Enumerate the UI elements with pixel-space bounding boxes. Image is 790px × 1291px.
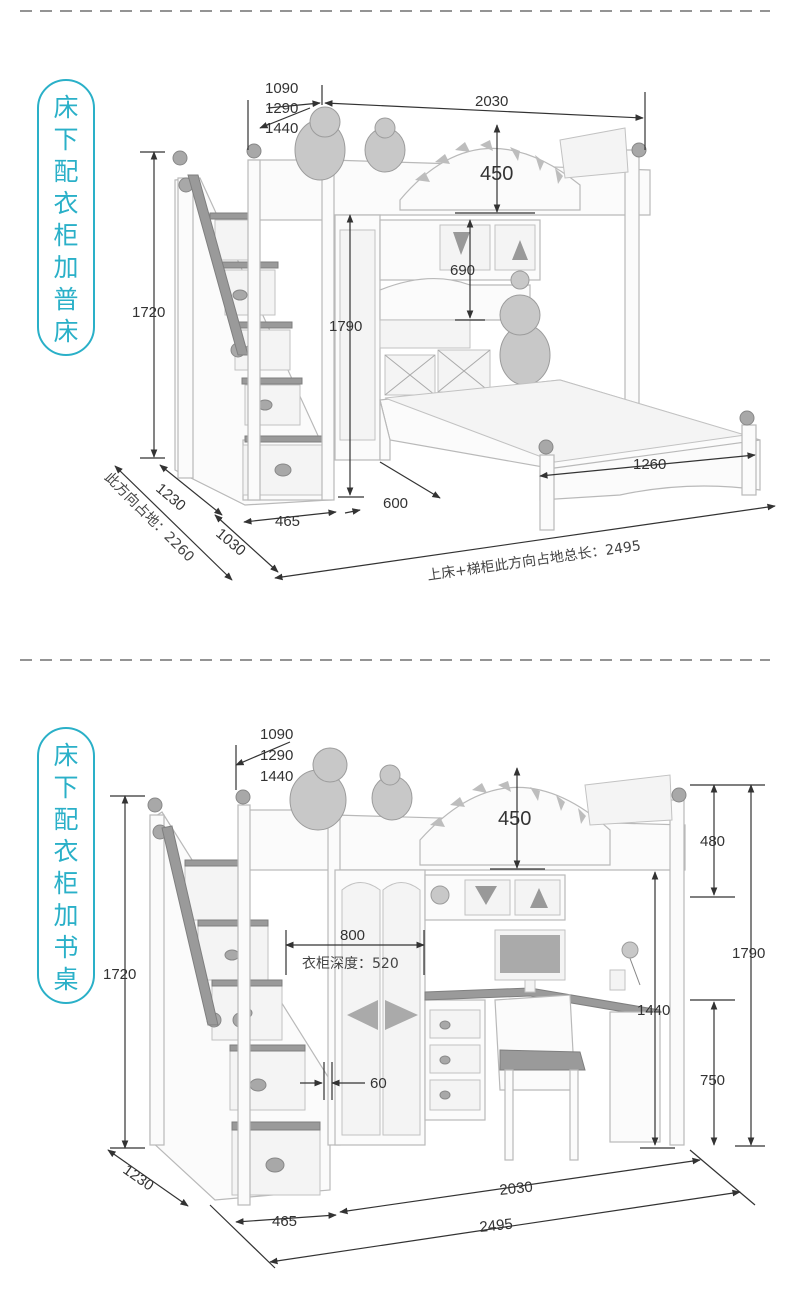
shelf-gap-label: 690 xyxy=(450,262,475,279)
section-1-tag-char: 普 xyxy=(53,285,78,314)
overall-height-label: 1790 xyxy=(732,945,765,962)
section-2-tag-char: 书 xyxy=(53,933,78,962)
section-1-tag-char: 加 xyxy=(53,253,78,282)
stair-width-label: 465 xyxy=(272,1213,297,1230)
wardrobe-height-label: 1790 xyxy=(329,318,362,335)
section-1-tag-char: 衣 xyxy=(53,189,78,218)
headboard-label: 450 xyxy=(498,808,531,830)
section-1-tag-char: 床 xyxy=(53,317,78,346)
section-2-tag-char: 配 xyxy=(53,805,78,834)
bed-length-label: 2030 xyxy=(475,93,508,110)
stair-height-label: 1720 xyxy=(103,966,136,983)
bed-length-label: 2030 xyxy=(499,1179,534,1199)
section-1-tag-text: 床 下 配 衣 柜 加 普 床 xyxy=(53,93,78,346)
rail-height-1440: 1440 xyxy=(260,768,293,785)
lower-bed-length-label: 1260 xyxy=(633,456,666,473)
rail-height-1090: 1090 xyxy=(260,726,293,743)
depth-a-label: 1230 xyxy=(152,480,188,514)
wardrobe-width-label: 800 xyxy=(340,927,365,944)
headboard-label: 450 xyxy=(480,163,513,185)
rail-480-label: 480 xyxy=(700,833,725,850)
section-2-tag-char: 柜 xyxy=(53,869,78,898)
section-2-illustration xyxy=(147,747,687,1206)
section-1-tag-char: 床 xyxy=(53,93,78,122)
depth-b-label: 1030 xyxy=(212,525,248,559)
section-1-dimension-lines xyxy=(114,85,776,581)
section-2-tag-char: 下 xyxy=(53,773,78,802)
section-1-tag-char: 柜 xyxy=(53,221,78,250)
section-1-tag-char: 下 xyxy=(53,125,78,154)
rail-height-1290: 1290 xyxy=(265,100,298,117)
total-length-label: 2495 xyxy=(479,1216,514,1236)
section-2-tag-char: 桌 xyxy=(53,965,78,994)
wardrobe-depth-label: 衣柜深度：520 xyxy=(302,956,399,972)
section-2-tag-char: 衣 xyxy=(53,837,78,866)
desk-clearance-label: 1440 xyxy=(637,1002,670,1019)
panel-60-label: 60 xyxy=(370,1075,387,1092)
section-1-tag-box xyxy=(37,79,95,356)
section-2-dimension-lines xyxy=(107,741,765,1269)
rail-height-1290: 1290 xyxy=(260,747,293,764)
section-1-illustration xyxy=(172,106,761,531)
total-length-label: 上床+梯柜此方向占地总长：2495 xyxy=(426,538,641,584)
section-2-tag-char: 加 xyxy=(53,901,78,930)
rail-height-1090: 1090 xyxy=(265,80,298,97)
depth-a-label: 1230 xyxy=(120,1161,157,1194)
stair-width-label: 465 xyxy=(275,513,300,530)
stair-height-label: 1720 xyxy=(132,304,165,321)
rail-height-1440: 1440 xyxy=(265,120,298,137)
gap-label: 600 xyxy=(383,495,408,512)
section-2-tag-box xyxy=(37,727,95,1004)
desk-height-label: 750 xyxy=(700,1072,725,1089)
section-2-tag-text: 床 下 配 衣 柜 加 书 桌 xyxy=(53,741,78,994)
section-2-tag-char: 床 xyxy=(53,741,78,770)
section-2-dimension-labels: 1090 1290 1440 450 480 1790 1720 800 衣柜深… xyxy=(103,726,765,1236)
section-1-tag-char: 配 xyxy=(53,157,78,186)
